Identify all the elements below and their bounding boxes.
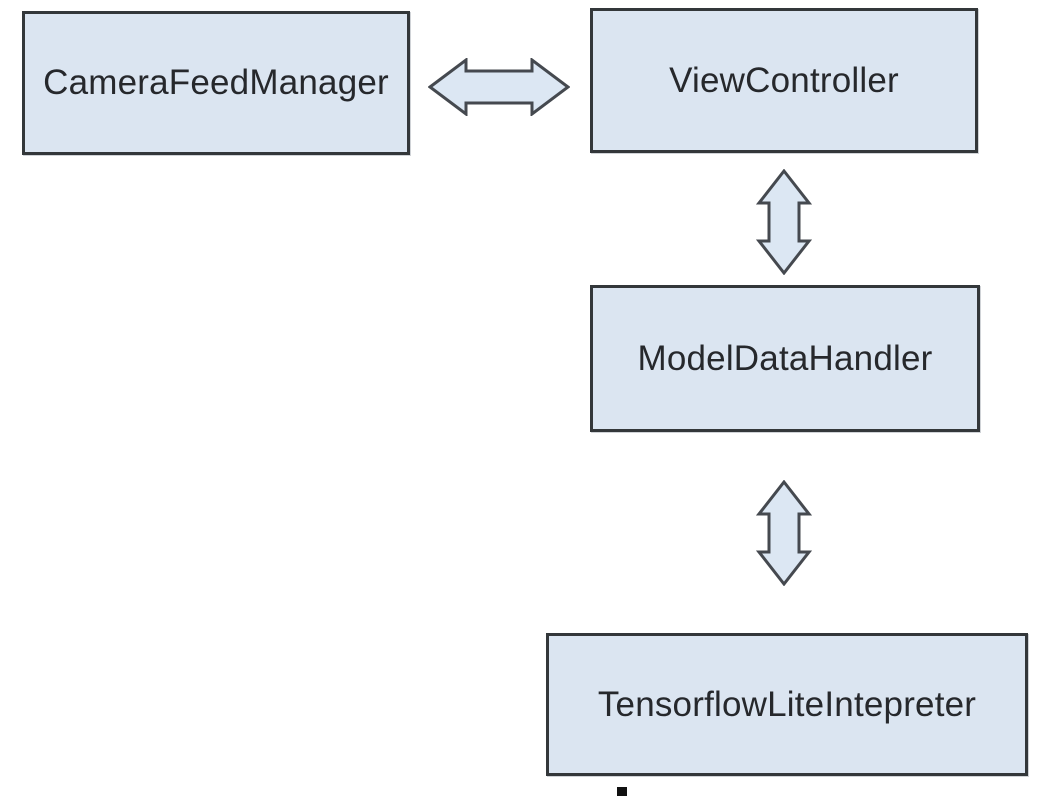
double-arrow-vertical-icon <box>756 169 812 275</box>
double-arrow-horizontal-icon <box>428 58 570 116</box>
node-label: ViewController <box>669 60 899 100</box>
node-label: CameraFeedManager <box>43 63 389 102</box>
node-model-data-handler: ModelDataHandler <box>590 285 980 432</box>
node-view-controller: ViewController <box>590 8 978 153</box>
node-tensorflow-lite-intepreter: TensorflowLiteIntepreter <box>546 633 1028 776</box>
node-label: TensorflowLiteIntepreter <box>597 684 977 724</box>
node-label: ModelDataHandler <box>637 338 933 378</box>
text-cursor-mark <box>617 787 627 796</box>
double-arrow-vertical-icon <box>756 480 812 586</box>
node-camera-feed-manager: CameraFeedManager <box>22 11 410 155</box>
